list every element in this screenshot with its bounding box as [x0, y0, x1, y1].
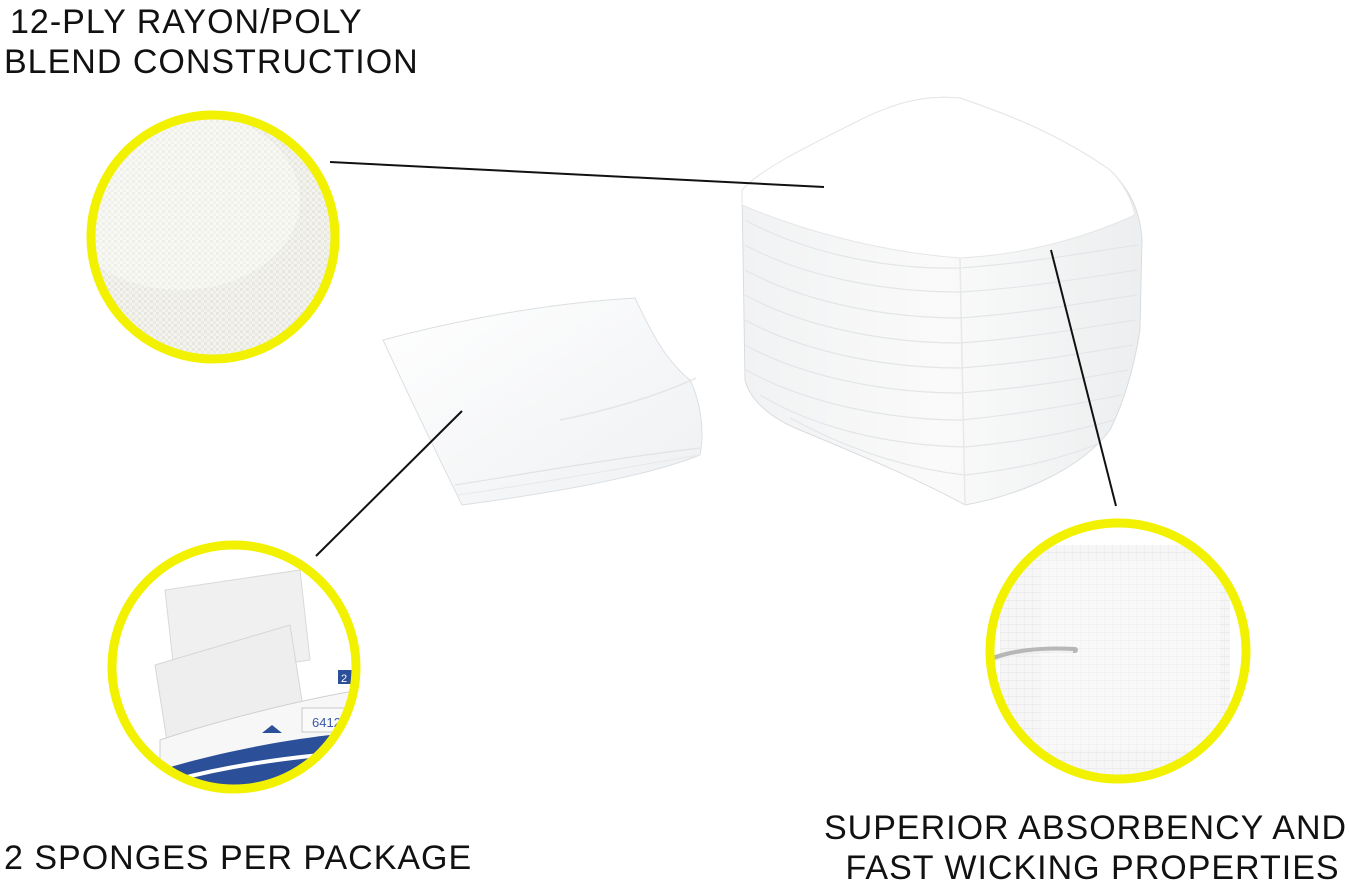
leader-lines [315, 161, 1117, 557]
single-gauze-pad [382, 297, 703, 506]
caption-absorbency-line2: FAST WICKING PROPERTIES [845, 849, 1340, 887]
caption-material-line1: 12-PLY RAYON/POLY [10, 3, 363, 41]
tweezers-icon [990, 646, 1078, 663]
caption-package: 2 SPONGES PER PACKAGE [4, 838, 472, 878]
brand-logo-icon [262, 725, 282, 733]
caption-absorbency: SUPERIOR ABSORBENCY AND FAST WICKING PRO… [824, 808, 1347, 888]
absorbency-closeup [985, 518, 1251, 784]
package-closeup: 6412 2 [107, 540, 361, 794]
stacked-gauze [741, 96, 1143, 506]
caption-absorbency-line1: SUPERIOR ABSORBENCY AND [824, 809, 1348, 847]
leader-line-absorbency [1050, 249, 1117, 507]
leader-line-package [315, 410, 463, 557]
caption-material: 12-PLY RAYON/POLY BLEND CONSTRUCTION [4, 2, 419, 82]
texture-closeup [86, 110, 340, 364]
package-number-label: 6412 [312, 715, 341, 730]
caption-material-line2: BLEND CONSTRUCTION [4, 43, 419, 81]
leader-line-texture [329, 161, 825, 188]
package-count-label: 2 [341, 673, 347, 685]
caption-package-line1: 2 SPONGES PER PACKAGE [4, 839, 473, 877]
